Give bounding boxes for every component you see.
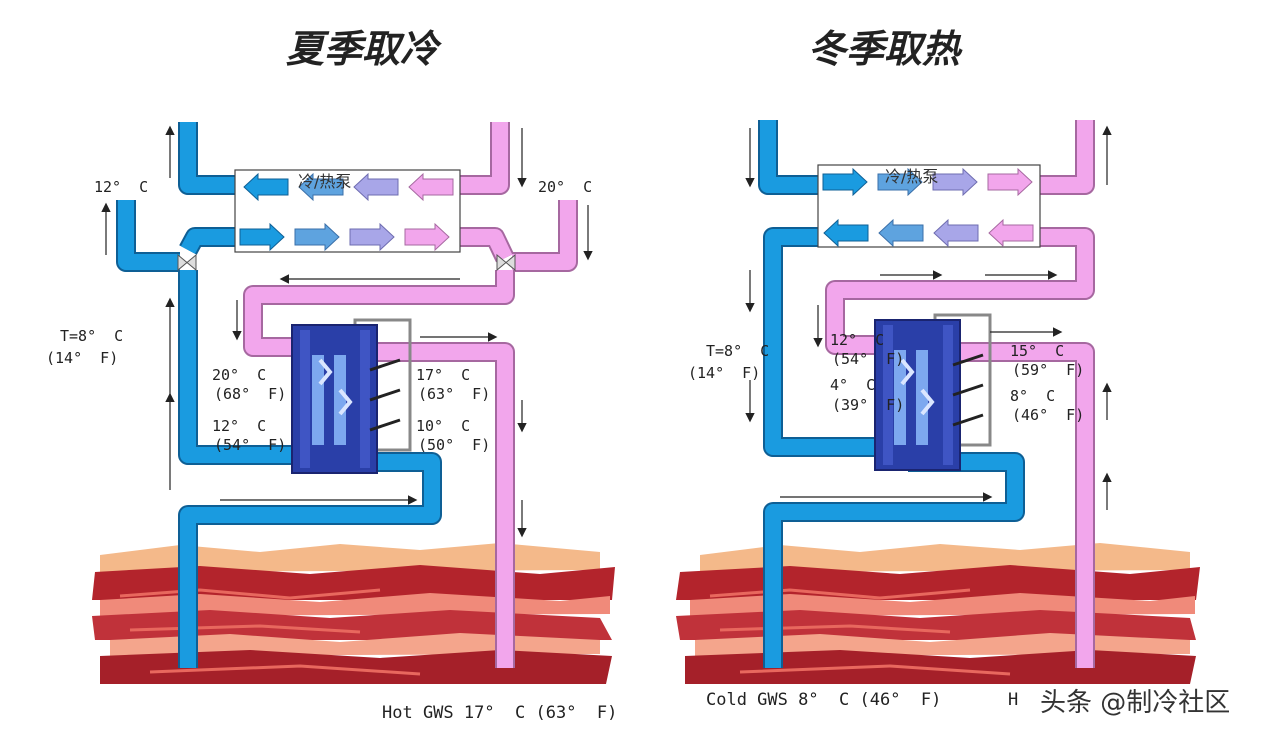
hx-left-bot-f-right: (39° F) bbox=[832, 396, 905, 414]
winter-title: 冬季取热 bbox=[808, 27, 961, 71]
hot-pipe-right bbox=[825, 120, 1095, 668]
valve-left-a bbox=[177, 253, 197, 272]
plate-heat-exchanger-right bbox=[874, 313, 992, 471]
hx-right-bot-f-right: (46° F) bbox=[1012, 406, 1085, 424]
ground-layers-left bbox=[92, 543, 615, 684]
watermark-text: 头条 @制冷社区 bbox=[1040, 688, 1231, 718]
hx-left-top-c-right: 12° C bbox=[830, 331, 885, 349]
flow-indicators-left bbox=[101, 125, 593, 538]
hx-left-bot-c-right: 4° C bbox=[830, 376, 876, 394]
cold-pipe-right bbox=[758, 120, 1025, 668]
hx-left-top-f-right: (54° F) bbox=[832, 350, 905, 368]
plate-heat-exchanger-left bbox=[291, 318, 412, 474]
temp-side-f-left: (14° F) bbox=[46, 349, 119, 367]
summer-title: 夏季取冷 bbox=[286, 27, 439, 71]
hx-right-top-f-right: (59° F) bbox=[1012, 361, 1085, 379]
hx-right-top-c-left: 17° C bbox=[416, 366, 471, 384]
hx-right-top-f-left: (63° F) bbox=[418, 385, 491, 403]
hot-pipe-left bbox=[243, 122, 578, 668]
temp-side-c-left: T=8° C bbox=[60, 327, 124, 345]
heat-pump-label-left: 冷/热泵 bbox=[298, 172, 352, 191]
temp-side-f-right: (14° F) bbox=[688, 364, 761, 382]
hx-out-cold-c: 12° C bbox=[212, 417, 267, 435]
hx-right-bot-c-right: 8° C bbox=[1010, 387, 1056, 405]
temp-top-left: 12° C bbox=[94, 178, 149, 196]
hx-in-hot-c: 20° C bbox=[212, 366, 267, 384]
heat-pump-label-right: 冷/热泵 bbox=[885, 167, 939, 186]
hx-in-hot-f: (68° F) bbox=[214, 385, 287, 403]
cold-pipe-left bbox=[116, 122, 442, 668]
temp-top-right: 20° C bbox=[538, 178, 593, 196]
hx-right-bot-c-left: 10° C bbox=[416, 417, 471, 435]
flow-indicators-right bbox=[745, 125, 1112, 510]
hx-out-cold-f: (54° F) bbox=[214, 436, 287, 454]
temp-side-c-right: T=8° C bbox=[706, 342, 770, 360]
ground-layers-right bbox=[676, 543, 1200, 684]
cold-gws-label-extra: H bbox=[1008, 690, 1019, 710]
valve-left-b bbox=[496, 253, 516, 272]
hot-gws-label: Hot GWS 17° C (63° F) bbox=[382, 703, 618, 723]
hx-right-bot-f-left: (50° F) bbox=[418, 436, 491, 454]
hx-right-top-c-right: 15° C bbox=[1010, 342, 1065, 360]
cold-gws-label: Cold GWS 8° C (46° F) bbox=[706, 690, 942, 710]
